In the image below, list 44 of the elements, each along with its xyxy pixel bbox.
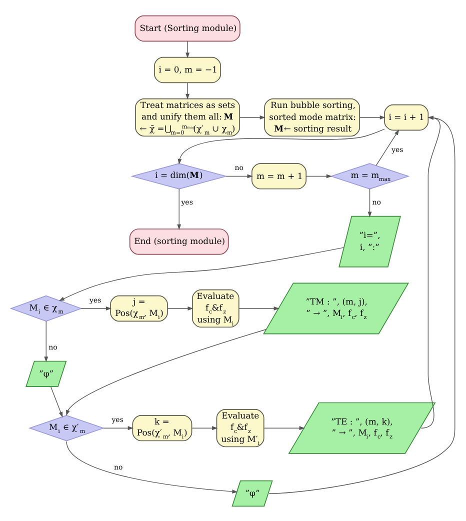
arrow bbox=[66, 328, 267, 416]
edge-label: no bbox=[48, 342, 58, 352]
node-box: i = 0, m = −1 bbox=[154, 56, 222, 83]
arrow bbox=[50, 386, 63, 418]
arrow bbox=[239, 115, 266, 119]
arrow bbox=[376, 128, 400, 166]
node-box: End (sorting module) bbox=[129, 228, 229, 254]
arrow bbox=[191, 426, 218, 430]
edge-label: yes bbox=[392, 144, 404, 154]
arrow bbox=[186, 40, 190, 58]
arrow bbox=[268, 115, 456, 494]
node-box: Evaluate f$_{c}$&f$_{z}$ using M$_{i}$ bbox=[192, 288, 240, 328]
node-diamond: m = m$_{max}$ bbox=[330, 162, 410, 189]
arrow bbox=[103, 426, 134, 430]
node-box: Treat matrices as sets and unify them all: M ← χ̄ =⋃$_{m=0}$$^{mₘₐₓ}$(χ′$_{m}$ ∪ χ$_{m}$) bbox=[135, 98, 240, 136]
arrow bbox=[368, 188, 372, 217]
node-box: Evaluate f$_{c}$&f$_{z}$ using M′$_{i}$ bbox=[216, 408, 264, 447]
edge-label: yes bbox=[112, 414, 124, 424]
arrow bbox=[238, 306, 280, 310]
edge-label: no bbox=[372, 197, 381, 206]
node-diamond: M$_{i}$ ∈ χ′$_{m}$ bbox=[28, 414, 105, 441]
arrow bbox=[177, 188, 182, 230]
edge-label: no bbox=[114, 462, 123, 471]
arrow bbox=[58, 246, 344, 301]
arrow bbox=[178, 128, 385, 164]
node-box: Start (Sorting module) bbox=[134, 14, 240, 42]
arrow bbox=[44, 320, 48, 362]
arrow bbox=[80, 306, 112, 310]
node-box: i = i + 1 bbox=[384, 104, 429, 130]
arrow bbox=[306, 174, 332, 178]
edge-label: no bbox=[234, 162, 244, 172]
node-box: m = m + 1 bbox=[252, 162, 307, 189]
node-box: k = Pos(χ′$_{m}$, M$_{i}$) bbox=[132, 414, 192, 441]
arrow bbox=[226, 174, 253, 178]
arrow bbox=[359, 115, 386, 119]
node-diamond: i = dim(M) bbox=[130, 162, 228, 189]
edge-label: yes bbox=[90, 295, 102, 304]
arrow bbox=[186, 82, 190, 100]
arrow bbox=[264, 426, 305, 430]
edge-label: yes bbox=[181, 197, 193, 206]
arrow bbox=[167, 306, 194, 310]
arrow bbox=[66, 440, 238, 493]
node-box: j = Pos(χ$_{m}$, M$_{i}$) bbox=[110, 294, 168, 322]
node-box: Run bubble sorting, sorted mode matrix: M← sorting result bbox=[264, 98, 360, 136]
